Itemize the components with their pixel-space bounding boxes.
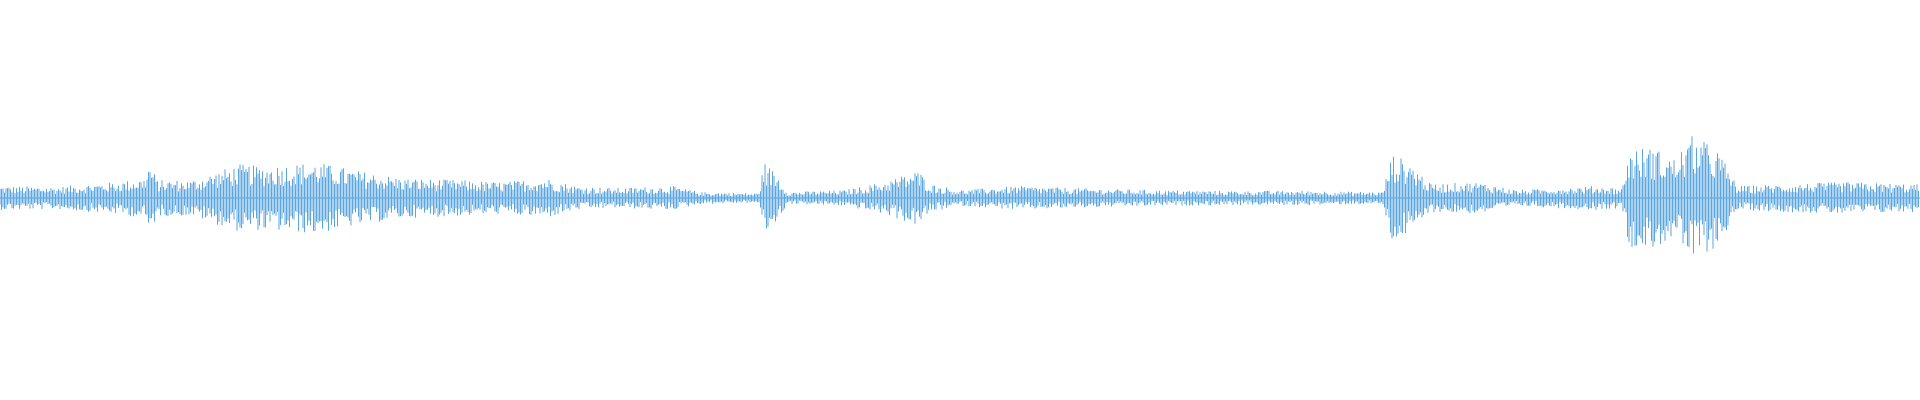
waveform-bars: [0, 136, 1919, 254]
waveform-path: [0, 136, 1919, 254]
